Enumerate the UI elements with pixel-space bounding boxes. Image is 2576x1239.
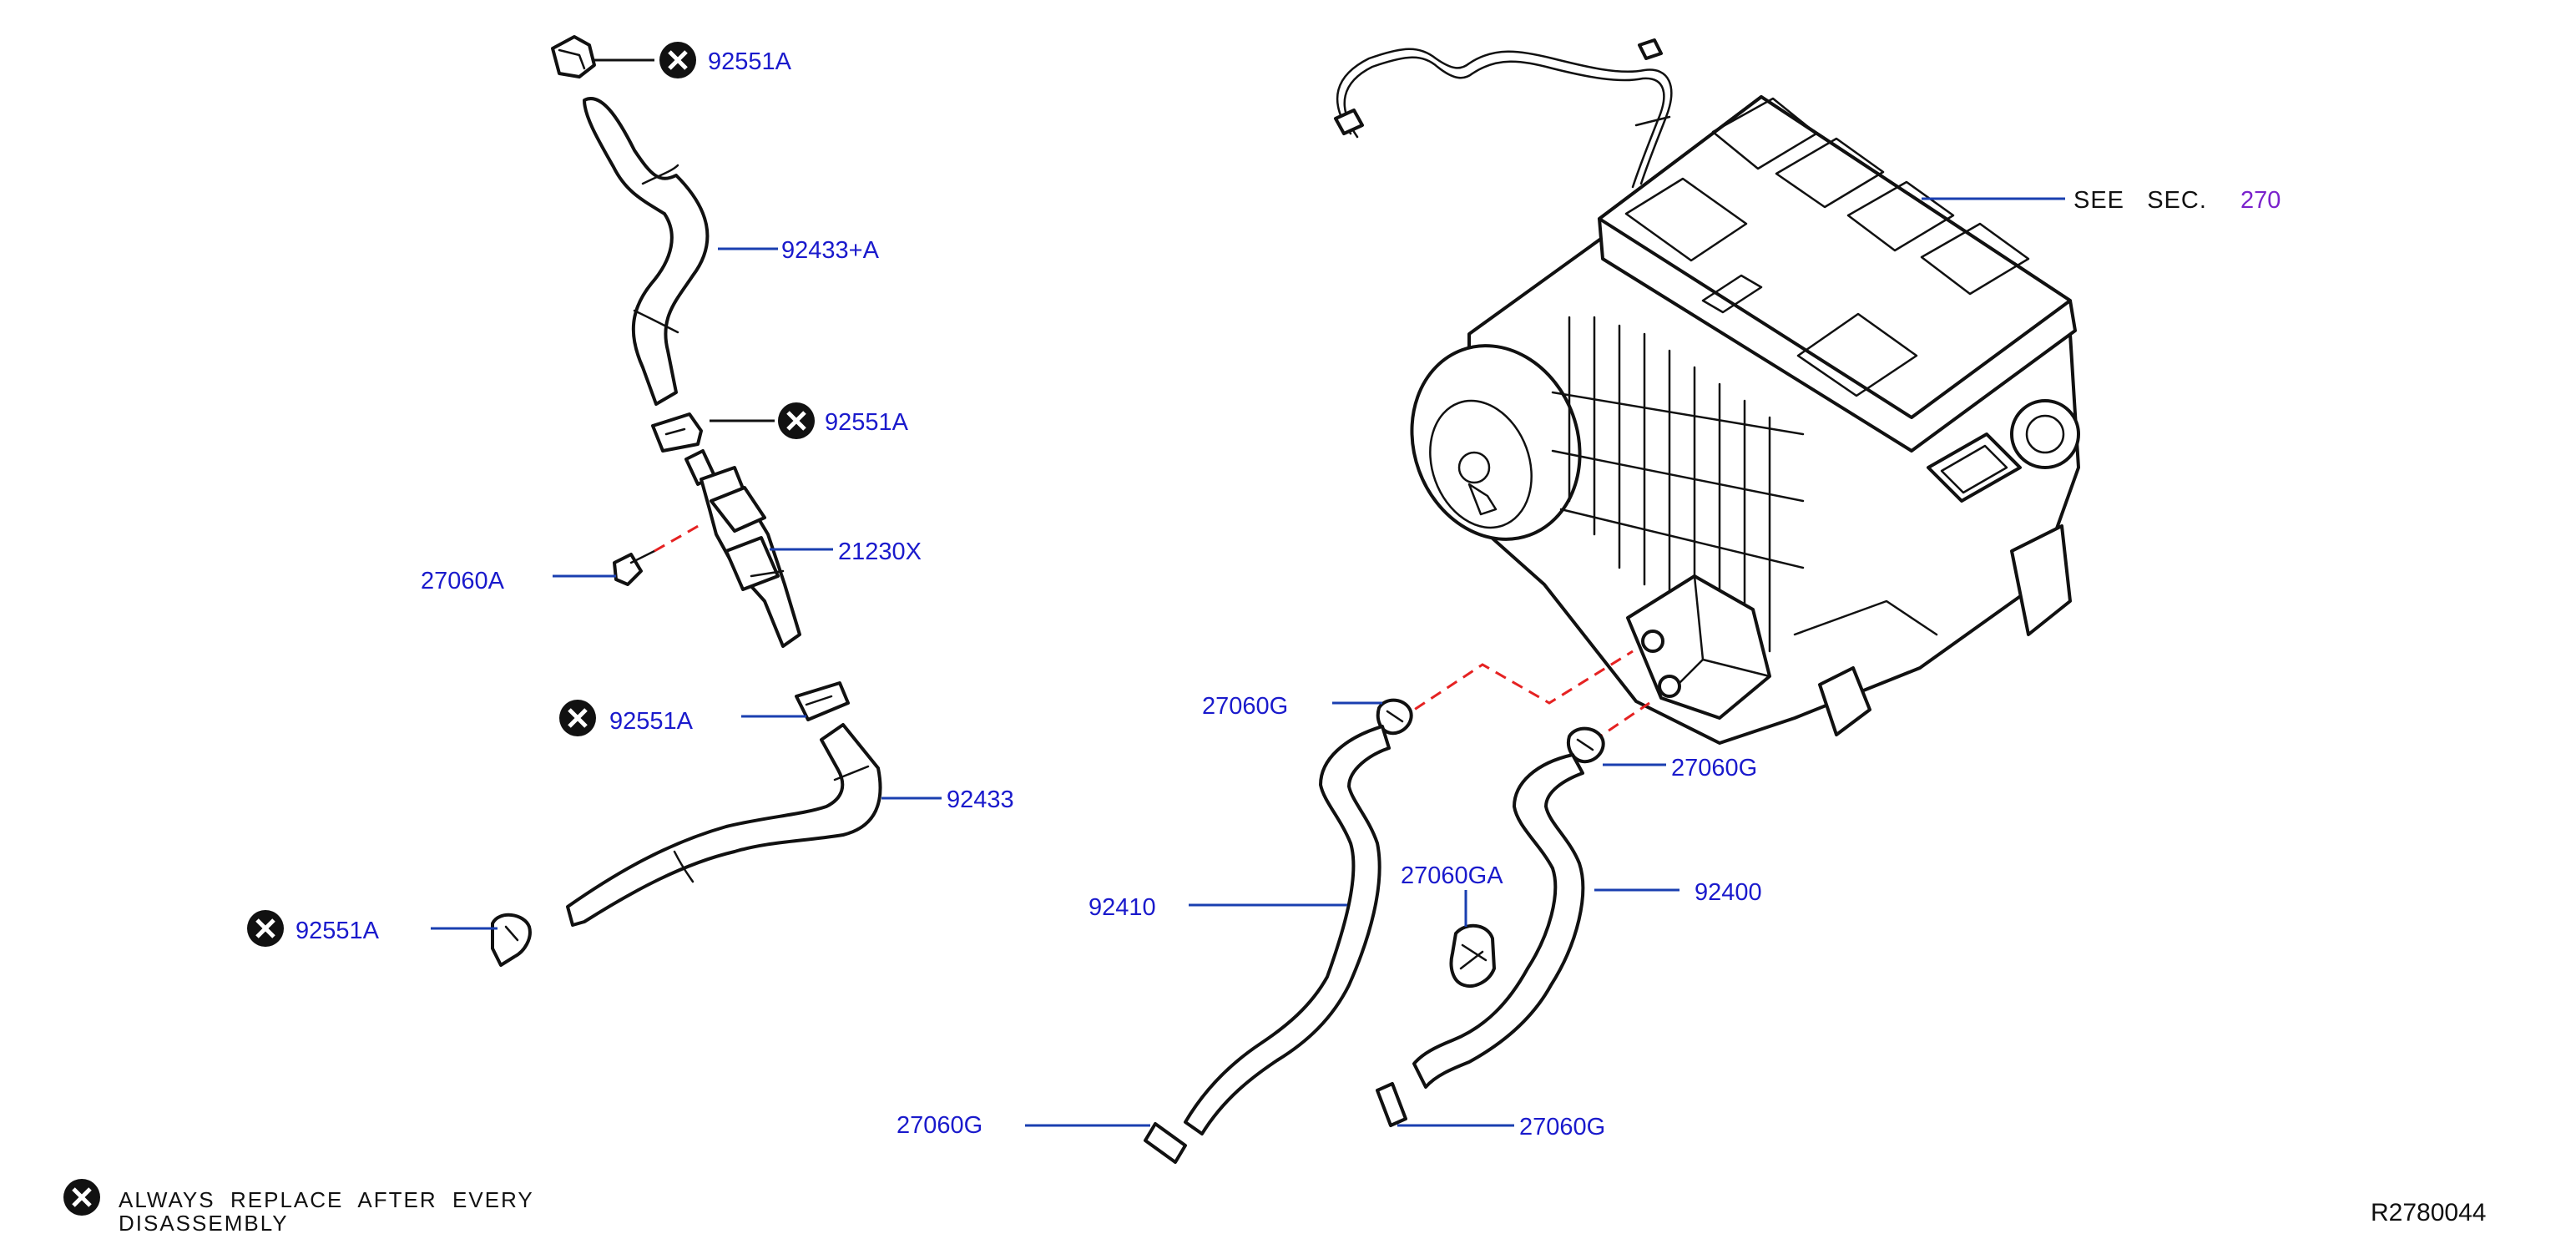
part-label-92433a: 92433+A [781,237,880,264]
see-section-label: SEE SEC. [2073,187,2207,214]
part-label-27060g: 27060G [1202,693,1288,720]
see-section-number: 270 [2240,187,2281,214]
legend-line-2: DISASSEMBLY [119,1211,289,1236]
part-label-27060g: 27060G [1519,1114,1605,1140]
clamp-27060g-bottom-left [1144,1122,1187,1164]
diagram-reference-number: R2780044 [2371,1199,2486,1226]
part-label-92400: 92400 [1695,879,1762,906]
part-label-92551a: 92551A [825,409,909,436]
water-valve-21230x [684,449,801,648]
part-label-92551a: 92551A [295,918,380,944]
part-label-92551a: 92551A [708,48,792,75]
part-label-21230x: 21230X [838,539,922,565]
clamp-27060g-right [1567,726,1605,764]
part-label-27060a: 27060A [421,568,505,594]
clamp-92551a-lower [795,681,850,721]
replace-x-icon [778,402,815,439]
clamp-27060g-left [1376,698,1413,736]
hose-92433a [583,97,710,406]
clamp-92551a-mid [651,412,703,453]
heater-unit-assembly [1334,38,2080,745]
replace-x-icon [659,42,696,78]
clamp-92551a-top [551,35,596,78]
clamp-92551a-bottom [491,913,532,967]
bolt-27060a [613,549,656,586]
part-label-27060ga: 27060GA [1401,862,1503,889]
part-label-92410: 92410 [1088,894,1156,921]
part-label-92433: 92433 [947,786,1014,813]
part-label-92551a: 92551A [609,708,694,735]
clamp-27060g-bottom-right [1376,1082,1407,1127]
replace-x-icon [559,700,596,736]
replace-x-icon [247,910,284,947]
hose-92410 [1184,725,1391,1135]
part-label-27060g: 27060G [1671,755,1757,781]
legend-line-1: ALWAYS REPLACE AFTER EVERY [119,1187,534,1212]
hose-92433 [566,723,882,927]
hose-92400 [1412,753,1585,1089]
part-label-27060g: 27060G [897,1112,982,1139]
replace-x-icon [63,1179,100,1216]
clamp-27060ga [1449,924,1496,988]
